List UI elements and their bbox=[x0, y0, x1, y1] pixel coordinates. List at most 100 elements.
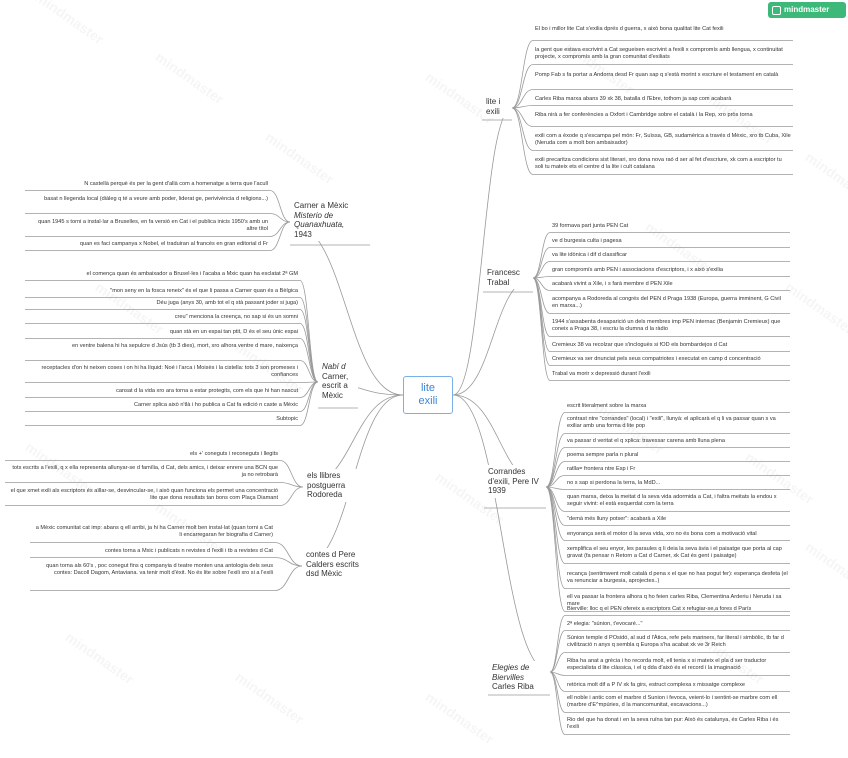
subtopic-item[interactable]: receptacles d'on hi neixen coses i on hi… bbox=[41, 365, 298, 378]
central-topic-line1: lite bbox=[420, 382, 436, 394]
connector-line bbox=[274, 557, 303, 567]
branch-carner-mexic[interactable]: Carner a Mèxic Misterio de Quanaxhuata, … bbox=[290, 199, 370, 241]
connector-line bbox=[299, 381, 319, 398]
subtopic-item[interactable]: escrit literalment sobre la marxa bbox=[567, 403, 647, 409]
subtopic-item[interactable]: 2ª elegia: "súnion, t'evocaré..." bbox=[567, 621, 643, 627]
connector-line bbox=[545, 486, 566, 526]
subtopic-item[interactable]: Carner xplica això n'tlà i ho publica a … bbox=[134, 402, 298, 408]
branch-label-line: Quanaxhuata, bbox=[294, 220, 345, 229]
subtopic-item[interactable]: Bierville: lloc q el PEN ofereix a escri… bbox=[567, 606, 752, 612]
subtopic-item[interactable]: ve d burgesia culta i pagesa bbox=[552, 238, 622, 244]
central-topic-line2: exili bbox=[418, 395, 438, 407]
logo-text: mindmaster bbox=[784, 5, 830, 14]
subtopic-item[interactable]: El bo i millor lite Cat s'exilia dprés d… bbox=[535, 26, 724, 32]
subtopic-item[interactable]: Subtopic bbox=[276, 416, 298, 422]
connector-line bbox=[511, 64, 534, 109]
branch-label-line: 1943 bbox=[294, 229, 312, 239]
subtopic-item[interactable]: ell noble i antic com el marbre d Sunion… bbox=[567, 695, 778, 708]
subtopic-item[interactable]: creu" menciona la creença, no sap si és … bbox=[174, 314, 298, 320]
subtopic-item[interactable]: Riba ha anat a grècia i ho recorda molt,… bbox=[567, 658, 767, 671]
connector-line bbox=[274, 542, 303, 567]
connector-line bbox=[511, 107, 534, 175]
connector-line bbox=[279, 482, 304, 488]
subtopic-item[interactable]: 1944 s'assabenta desaparició un dels mem… bbox=[552, 319, 781, 332]
mindmaster-logo[interactable]: mindmaster bbox=[768, 2, 846, 18]
subtopic-item[interactable]: va passar d veritat el q xplica: travess… bbox=[567, 438, 725, 444]
subtopic-item[interactable]: Riba nirà a fer conferències a Oxfort i … bbox=[535, 112, 753, 118]
subtopic-item[interactable]: Déu juga (anys 30, amb tot el q stà pass… bbox=[156, 300, 298, 306]
branch-elegies-biervilles[interactable]: Elegies de Biervilles Carles Riba bbox=[488, 661, 550, 694]
subtopic-item[interactable]: Rio del que ha donat i en la seva ruïna … bbox=[567, 717, 779, 730]
branch-llibres-rodoreda[interactable]: els llibres postguerra Rodoreda bbox=[303, 469, 373, 502]
subtopic-item[interactable]: "mon seny en la fosca reneix" és el que … bbox=[110, 288, 298, 294]
connector-line bbox=[452, 277, 534, 396]
branch-contes-calders[interactable]: contes d Pere Calders escrits dsd Mèxic bbox=[302, 548, 376, 581]
connector-line bbox=[549, 671, 566, 735]
subtopic-item[interactable]: contes torna a Mxic i publicats n revist… bbox=[104, 548, 273, 554]
subtopic-item[interactable]: ratlla= frontera ntre Esp i Fr bbox=[567, 466, 636, 472]
subtopic-item[interactable]: els +' coneguts i reconeguts i llegits bbox=[190, 451, 278, 457]
subtopic-item[interactable]: Carles Riba marxa abans 39 xk 38, batall… bbox=[535, 96, 732, 102]
connector-line bbox=[279, 486, 304, 506]
subtopic-item[interactable]: acabarà vivint a Xile, i s farà membre d… bbox=[552, 281, 673, 287]
subtopic-item[interactable]: cansat d la vida xro ara torna a estar p… bbox=[116, 388, 298, 394]
subtopic-item[interactable]: basat n llegenda local (diàleg q té a ve… bbox=[44, 196, 268, 202]
subtopic-item[interactable]: 39 formava part junta PEN Cat bbox=[552, 223, 629, 229]
subtopic-item[interactable]: Pomp Fab s fa portar a Andorra desd Fr q… bbox=[535, 72, 779, 78]
subtopic-item[interactable]: enyorança serà el motor d la seva vida, … bbox=[567, 531, 757, 537]
connector-line bbox=[549, 615, 566, 673]
subtopic-item[interactable]: a Mèxic comunitat cat imp: abans q ell a… bbox=[35, 525, 273, 538]
connector-line bbox=[545, 461, 566, 488]
subtopic-item[interactable]: el comença quan és ambaixador a Brusel·l… bbox=[86, 271, 298, 277]
mindmaster-logo-icon bbox=[772, 5, 781, 15]
connector-line bbox=[532, 277, 551, 352]
subtopic-item[interactable]: quan marxa, deixa la meitat d la seva vi… bbox=[567, 494, 777, 507]
subtopic-item[interactable]: "demà més lluny potser": acabarà a Xile bbox=[567, 516, 667, 522]
connector-line bbox=[299, 338, 319, 383]
subtopic-item[interactable]: contrast ntre "corrandes" (local) i "exi… bbox=[567, 416, 776, 429]
connector-line bbox=[511, 40, 534, 109]
subtopic-item[interactable]: quan stà en un espai tan ptit, D és el s… bbox=[169, 329, 298, 335]
subtopic-item[interactable]: quan torna als 60's , poc conegut fins q… bbox=[46, 563, 273, 576]
subtopic-item[interactable]: Súnion temple d POsidó, al sud d l'Àtica… bbox=[567, 635, 784, 648]
subtopic-item[interactable]: Cremieux 38 va recolzar que s'incloguès … bbox=[552, 342, 728, 348]
branch-lite-i-exili[interactable]: lite i exili bbox=[482, 95, 512, 118]
connector-line bbox=[532, 232, 551, 279]
subtopic-item[interactable]: no s sap si perdona la terra, la MdD... bbox=[567, 480, 661, 486]
connector-line bbox=[269, 213, 291, 223]
connector-line bbox=[269, 221, 291, 237]
subtopic-item[interactable]: Trabal va morir x depressió durant l'exi… bbox=[552, 371, 651, 377]
branch-label-line: Elegies de Biervilles bbox=[492, 663, 530, 682]
connector-line bbox=[511, 105, 534, 109]
branch-label-line: 1939 bbox=[488, 486, 506, 495]
branch-label: Francesc Trabal bbox=[487, 268, 520, 287]
subtopic-item[interactable]: xemplifica el seu enyor, les paraules q … bbox=[567, 546, 782, 559]
subtopic-item[interactable]: quan es faci campanya x Nobel, el tradui… bbox=[79, 241, 268, 247]
branch-label-line: postguerra bbox=[307, 480, 346, 490]
connector-line bbox=[545, 486, 566, 541]
subtopic-item[interactable]: la gent que estava escrivint a Cat segue… bbox=[535, 47, 783, 60]
connector-line bbox=[299, 360, 319, 383]
subtopic-item[interactable]: va lite idònica i dif d classificar bbox=[552, 252, 627, 258]
subtopic-item[interactable]: exili com a èxode q s'escampa pel món: F… bbox=[535, 133, 791, 146]
connector-line bbox=[532, 277, 551, 381]
connector-line bbox=[279, 460, 304, 488]
subtopic-item[interactable]: retòrica molt dif a P IV xk fa girs, est… bbox=[567, 682, 746, 688]
subtopic-item[interactable]: el que xmet exili als escriptors és aïll… bbox=[10, 488, 278, 501]
branch-francesc-trabal[interactable]: Francesc Trabal bbox=[483, 266, 533, 289]
subtopic-item[interactable]: Cremieux va ser dnunciat pels seus compa… bbox=[552, 356, 761, 362]
branch-nabi-carner[interactable]: Nabí d Carner, escrit a Mèxic bbox=[318, 360, 358, 402]
subtopic-item[interactable]: quan 1945 s torni a instal·lar a Brusell… bbox=[38, 219, 268, 232]
subtopic-item[interactable]: acompanya a Rodoreda al congrés del PEN … bbox=[552, 296, 781, 309]
subtopic-item[interactable]: en ventre balena hi ha sepulcre d Jsús (… bbox=[71, 343, 298, 349]
subtopic-item[interactable]: gran compromís amb PEN i associacions d'… bbox=[552, 267, 723, 273]
subtopic-item[interactable]: recança (sentimwent molt català d pena x… bbox=[567, 571, 788, 584]
branch-corrandes-dexili[interactable]: Corrandes d'exili, Pere IV 1939 bbox=[484, 465, 546, 498]
subtopic-item[interactable]: ell va passar la frontera alhora q ho fe… bbox=[567, 594, 782, 607]
central-topic[interactable]: lite exili bbox=[403, 376, 453, 414]
subtopic-item[interactable]: exili precaritza condicions sist literar… bbox=[535, 157, 782, 170]
branch-label-line: Calders escrits bbox=[306, 559, 359, 569]
subtopic-item[interactable]: poema sempre parla n plural bbox=[567, 452, 639, 458]
subtopic-item[interactable]: tots escrits a l'exili, q x ella represe… bbox=[12, 465, 278, 478]
subtopic-item[interactable]: N castellà perquè és per la gent d'allà … bbox=[84, 181, 268, 187]
